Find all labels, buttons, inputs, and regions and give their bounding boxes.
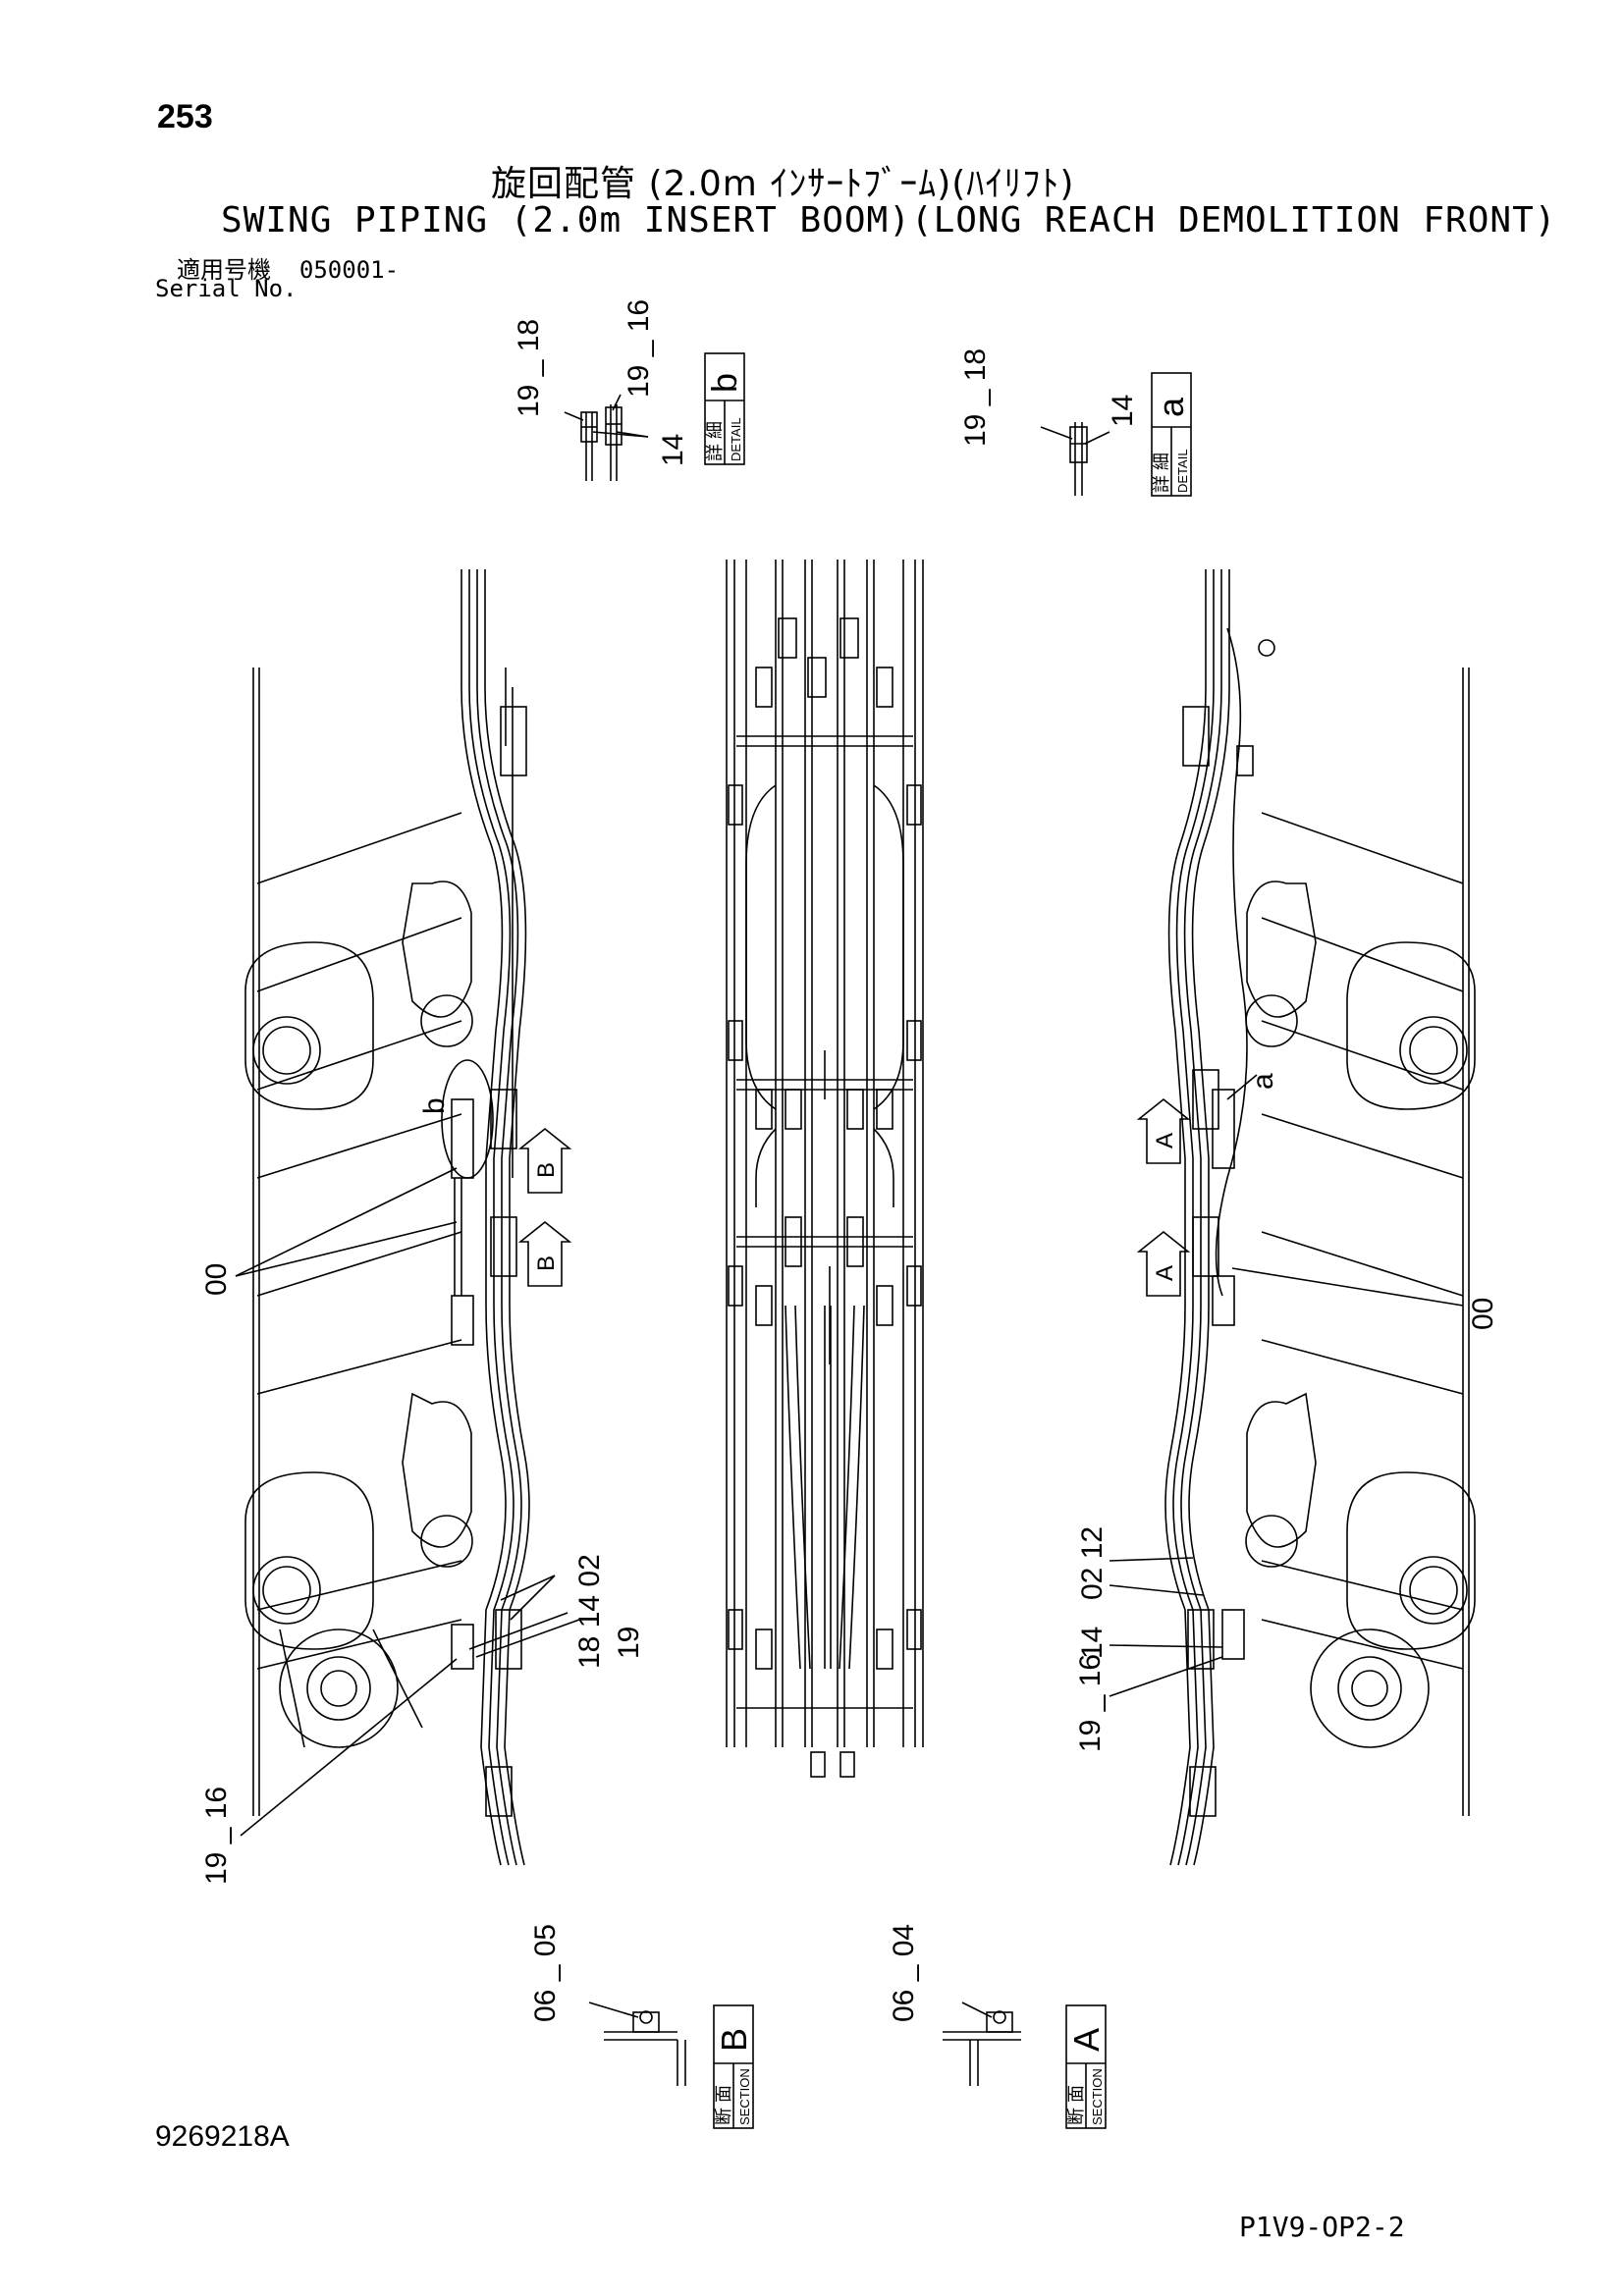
serial-row: 適用号機 050001- — [177, 250, 399, 285]
detail-b-callout-1916: 19 _ 16 — [623, 299, 655, 398]
detail-a-callout-1918: 19 _ 18 — [959, 348, 992, 447]
right-callout-00: 00 — [1467, 1298, 1499, 1330]
document-number: 9269218A — [155, 2120, 290, 2153]
right-piping-run — [1164, 569, 1275, 1866]
left-callout-181402: 18 14 02 — [573, 1554, 606, 1669]
detail-a-label-jp: 詳 細 — [1152, 453, 1171, 493]
detail-b-letter: b — [704, 373, 744, 393]
sheet-code: P1V9-OP2-2 — [1239, 2211, 1405, 2243]
left-callout-detail-b: b — [418, 1097, 451, 1114]
detail-a-label-en: DETAIL — [1175, 449, 1190, 493]
detail-a-inset — [1040, 372, 1192, 497]
left-boom-structure — [244, 667, 473, 1816]
left-callout-19: 19 — [613, 1627, 645, 1659]
left-section-arrows — [517, 1127, 572, 1287]
detail-a-letter: a — [1151, 397, 1191, 417]
right-leader-lines — [1109, 1074, 1464, 1697]
right-callout-detail-a: a — [1247, 1073, 1279, 1090]
right-section-arrow-a2: A — [1152, 1265, 1178, 1281]
title-english: SWING PIPING (2.0m INSERT BOOM)(LONG REA… — [221, 200, 1557, 240]
section-b-letter: B — [714, 2028, 754, 2052]
section-b-inset — [588, 2002, 754, 2129]
section-a-inset — [943, 2002, 1107, 2129]
detail-a-callout-14: 14 — [1107, 395, 1139, 427]
detail-b-callout-1918: 19 _ 18 — [513, 319, 545, 417]
serial-value: 050001- — [298, 256, 400, 284]
detail-b-label-jp: 詳 細 — [705, 421, 725, 461]
left-section-arrow-b1: B — [533, 1162, 560, 1178]
section-b-label-en: SECTION — [737, 2068, 752, 2125]
left-section-arrow-b2: B — [533, 1255, 560, 1271]
right-section-arrow-a1: A — [1152, 1133, 1178, 1148]
serial-label-en: Serial No. — [155, 275, 298, 302]
right-callout-14: 14 — [1076, 1627, 1109, 1659]
right-callout-0212: 02 12 — [1076, 1526, 1109, 1600]
serial-label-jp: 適用号機 — [177, 256, 271, 284]
center-top-view — [726, 560, 924, 1778]
right-callout-1916: 19 _ 16 — [1074, 1654, 1107, 1752]
left-piping-run — [441, 569, 530, 1866]
right-boom-structure — [1245, 667, 1476, 1816]
page-number: 253 — [157, 98, 213, 135]
section-a-label-en: SECTION — [1090, 2068, 1105, 2125]
title-japanese: 旋回配管 (2.0m ｲﾝｻｰﾄﾌﾞｰﾑ)(ﾊｲﾘﾌﾄ) — [491, 164, 1075, 204]
section-b-callout: 06 _ 05 — [529, 1924, 562, 2022]
detail-b-callout-14: 14 — [657, 434, 689, 466]
section-b-label-jp: 断 面 — [714, 2085, 733, 2125]
section-a-label-jp: 断 面 — [1066, 2085, 1086, 2125]
section-a-callout: 06 _ 04 — [888, 1924, 920, 2022]
left-callout-1916: 19 _ 16 — [200, 1787, 233, 1885]
detail-b-inset — [564, 352, 745, 481]
left-leader-lines — [235, 1167, 580, 1837]
right-section-arrows — [1136, 1097, 1191, 1297]
detail-b-label-en: DETAIL — [729, 417, 743, 461]
left-callout-00: 00 — [200, 1263, 233, 1296]
section-a-letter: A — [1066, 2028, 1107, 2052]
